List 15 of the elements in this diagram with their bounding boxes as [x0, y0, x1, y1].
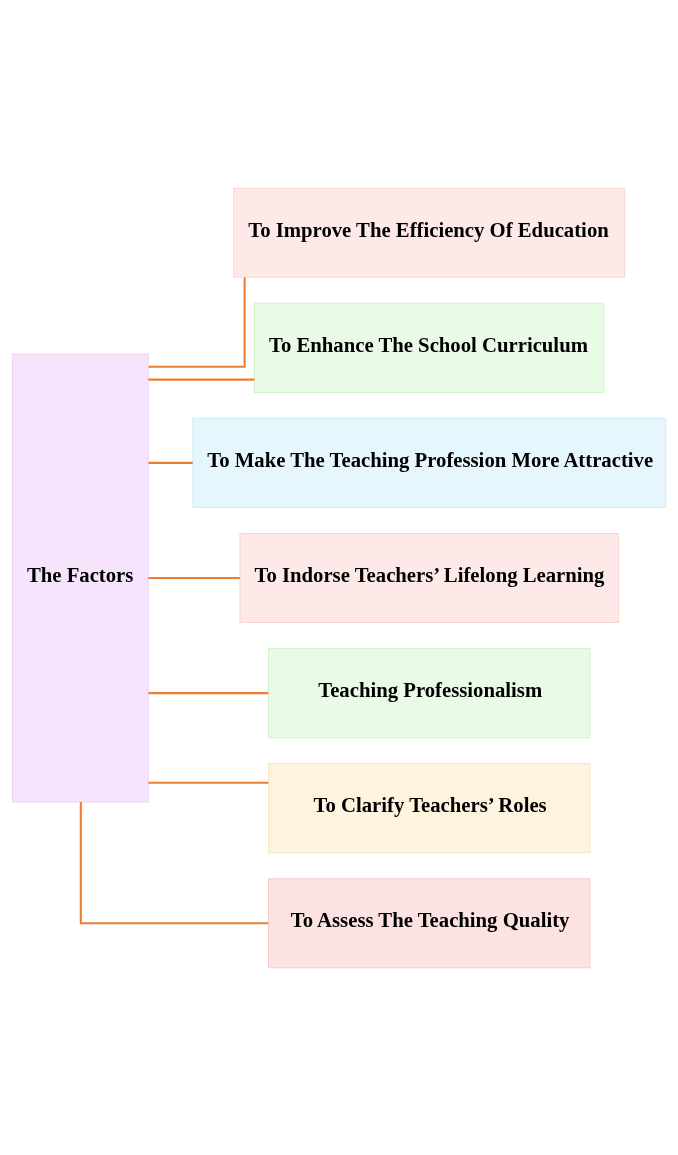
- connector: [79, 801, 269, 924]
- node-box: Teaching Professionalism: [267, 647, 591, 738]
- connector: [148, 781, 269, 784]
- node-box: To Clarify Teachers’ Roles: [267, 762, 591, 853]
- connector: [148, 276, 246, 368]
- connector: [148, 576, 240, 579]
- node-box: The Factors: [11, 353, 149, 802]
- node-box: To Make The Teaching Profession More Attractive: [192, 417, 667, 508]
- connector: [148, 691, 269, 694]
- node-box: To Assess The Teaching Quality: [267, 877, 591, 968]
- connector: [148, 378, 255, 381]
- node-box: To Indorse Teachers’ Lifelong Learning: [239, 532, 619, 623]
- node-box: To Enhance The School Curriculum: [254, 302, 605, 393]
- node-box: To Improve The Efficiency Of Education: [233, 187, 626, 278]
- connector: [148, 461, 193, 464]
